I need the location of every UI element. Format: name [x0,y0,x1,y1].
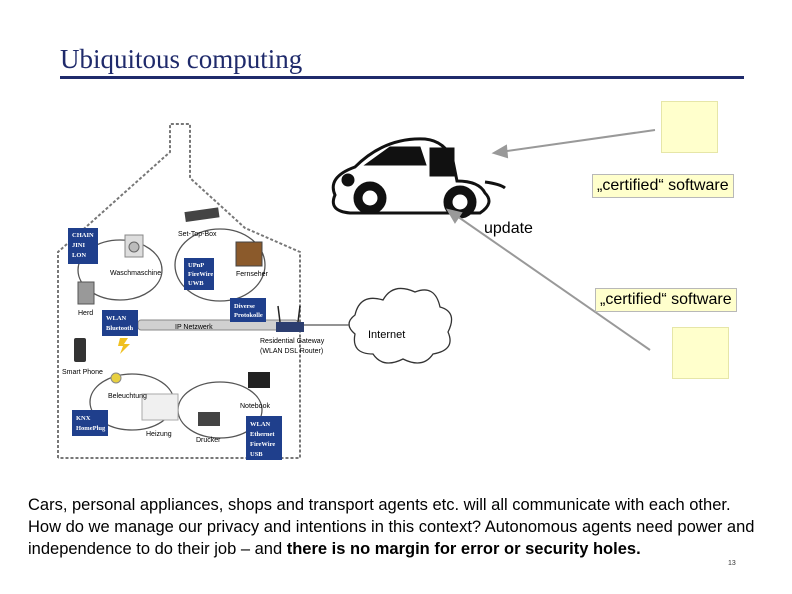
printer-icon [198,412,220,426]
svg-text:UPnP: UPnP [188,262,204,269]
stove-icon [77,281,95,305]
svg-text:(WLAN DSL Router): (WLAN DSL Router) [260,348,323,355]
heater-icon [141,393,179,421]
svg-text:JINI: JINI [72,242,85,249]
smartphone-icon [74,338,86,362]
device-labels: Waschmaschine Set-Top-Box Fernseher Herd… [62,231,325,444]
svg-text:Diverse: Diverse [234,303,255,310]
lamp-icon [110,372,122,384]
sticky-note-bottom [672,327,729,379]
svg-text:CHAIN: CHAIN [72,232,94,239]
page-number: 13 [728,560,736,567]
title-underline [60,76,744,79]
svg-text:WLAN: WLAN [250,421,271,428]
svg-text:Waschmaschine: Waschmaschine [110,270,161,277]
ubicomp-diagram: IP Netzwerk Internet CHAIN JINI LON [57,123,656,460]
svg-text:Bluetooth: Bluetooth [106,325,133,332]
notebook-icon [248,372,270,388]
sticky-note-top [661,101,718,153]
set-top-box-icon [184,207,220,223]
ip-network-bar: IP Netzwerk [137,319,299,331]
update-label: update [484,220,533,237]
certified-software-label-top: „certified“ software [592,174,734,198]
svg-text:Set-Top-Box: Set-Top-Box [178,231,217,238]
device-icons [74,207,270,426]
svg-text:Smart Phone: Smart Phone [62,369,103,376]
svg-text:Residential Gateway: Residential Gateway [260,338,325,345]
svg-text:LON: LON [72,252,86,259]
internet-cloud: Internet [298,287,453,364]
certified-software-label-bottom: „certified“ software [595,288,737,312]
svg-text:HomePlug: HomePlug [76,425,106,432]
body-paragraph: Cars, personal appliances, shops and tra… [28,494,758,560]
svg-text:WLAN: WLAN [106,315,127,322]
svg-text:FireWire: FireWire [250,441,275,448]
protocol-box-labels: CHAIN JINI LON UPnP FireWire UWB WLAN Bl… [72,232,275,458]
svg-text:KNX: KNX [76,415,91,422]
arrows [445,129,656,351]
svg-text:Drucker: Drucker [196,437,221,444]
body-text-bold: there is no margin for error or security… [286,540,637,558]
svg-text:Heizung: Heizung [146,431,172,438]
svg-text:Beleuchtung: Beleuchtung [108,393,147,400]
svg-text:Protokolle: Protokolle [234,312,263,319]
router-icon [276,305,304,332]
svg-text:Notebook: Notebook [240,403,270,410]
car-icon [331,137,506,219]
ip-network-label: IP Netzwerk [175,324,213,331]
tv-icon [235,241,263,267]
svg-text:Herd: Herd [78,310,93,317]
svg-text:Ethernet: Ethernet [250,431,275,438]
protocol-boxes [68,228,282,460]
svg-text:FireWire: FireWire [188,271,213,278]
internet-label: Internet [368,329,405,341]
body-text-end: . [636,540,641,558]
lightning-icon [118,338,130,354]
svg-text:USB: USB [250,451,263,458]
svg-text:Fernseher: Fernseher [236,271,269,278]
house-outline [57,123,301,459]
body-text-plain: Cars, personal appliances, shops and tra… [28,496,755,558]
slide-title: Ubiquitous computing [60,44,303,74]
svg-text:UWB: UWB [188,280,204,287]
